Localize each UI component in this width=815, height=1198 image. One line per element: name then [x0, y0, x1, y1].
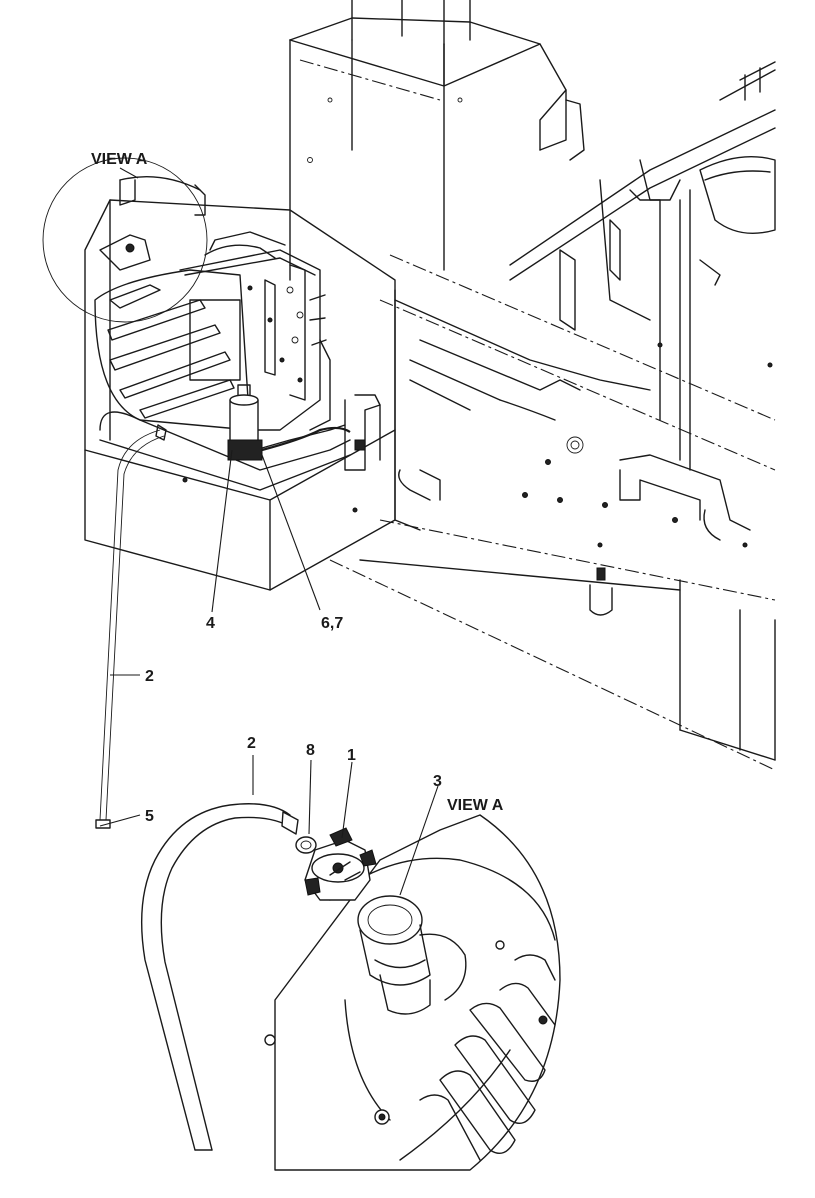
chassis-frame — [329, 61, 776, 771]
callout-4: 4 — [206, 615, 215, 632]
view-a-label-upper: VIEW A — [91, 151, 148, 168]
heater-housing — [84, 199, 396, 591]
filler-cap — [304, 827, 377, 901]
fuel-tube-lower — [140, 803, 299, 1151]
mast-tower — [289, 0, 585, 281]
callout-3: 3 — [433, 773, 442, 790]
heater-unit — [94, 231, 331, 431]
leader-lines — [99, 167, 439, 896]
fuel-tube-upper — [95, 424, 167, 829]
seal-ring — [295, 836, 317, 854]
view-a-detail-circle — [42, 157, 208, 323]
callout-2-upper: 2 — [145, 668, 154, 685]
callout-1: 1 — [347, 747, 356, 764]
callout-2-lower: 2 — [247, 735, 256, 752]
fuel-pump-assembly — [227, 384, 346, 461]
view-a-label-lower: VIEW A — [447, 797, 504, 814]
callout-6-7: 6,7 — [321, 615, 343, 632]
callout-8: 8 — [306, 742, 315, 759]
callout-5: 5 — [145, 808, 154, 825]
fuel-line-right — [261, 394, 381, 471]
